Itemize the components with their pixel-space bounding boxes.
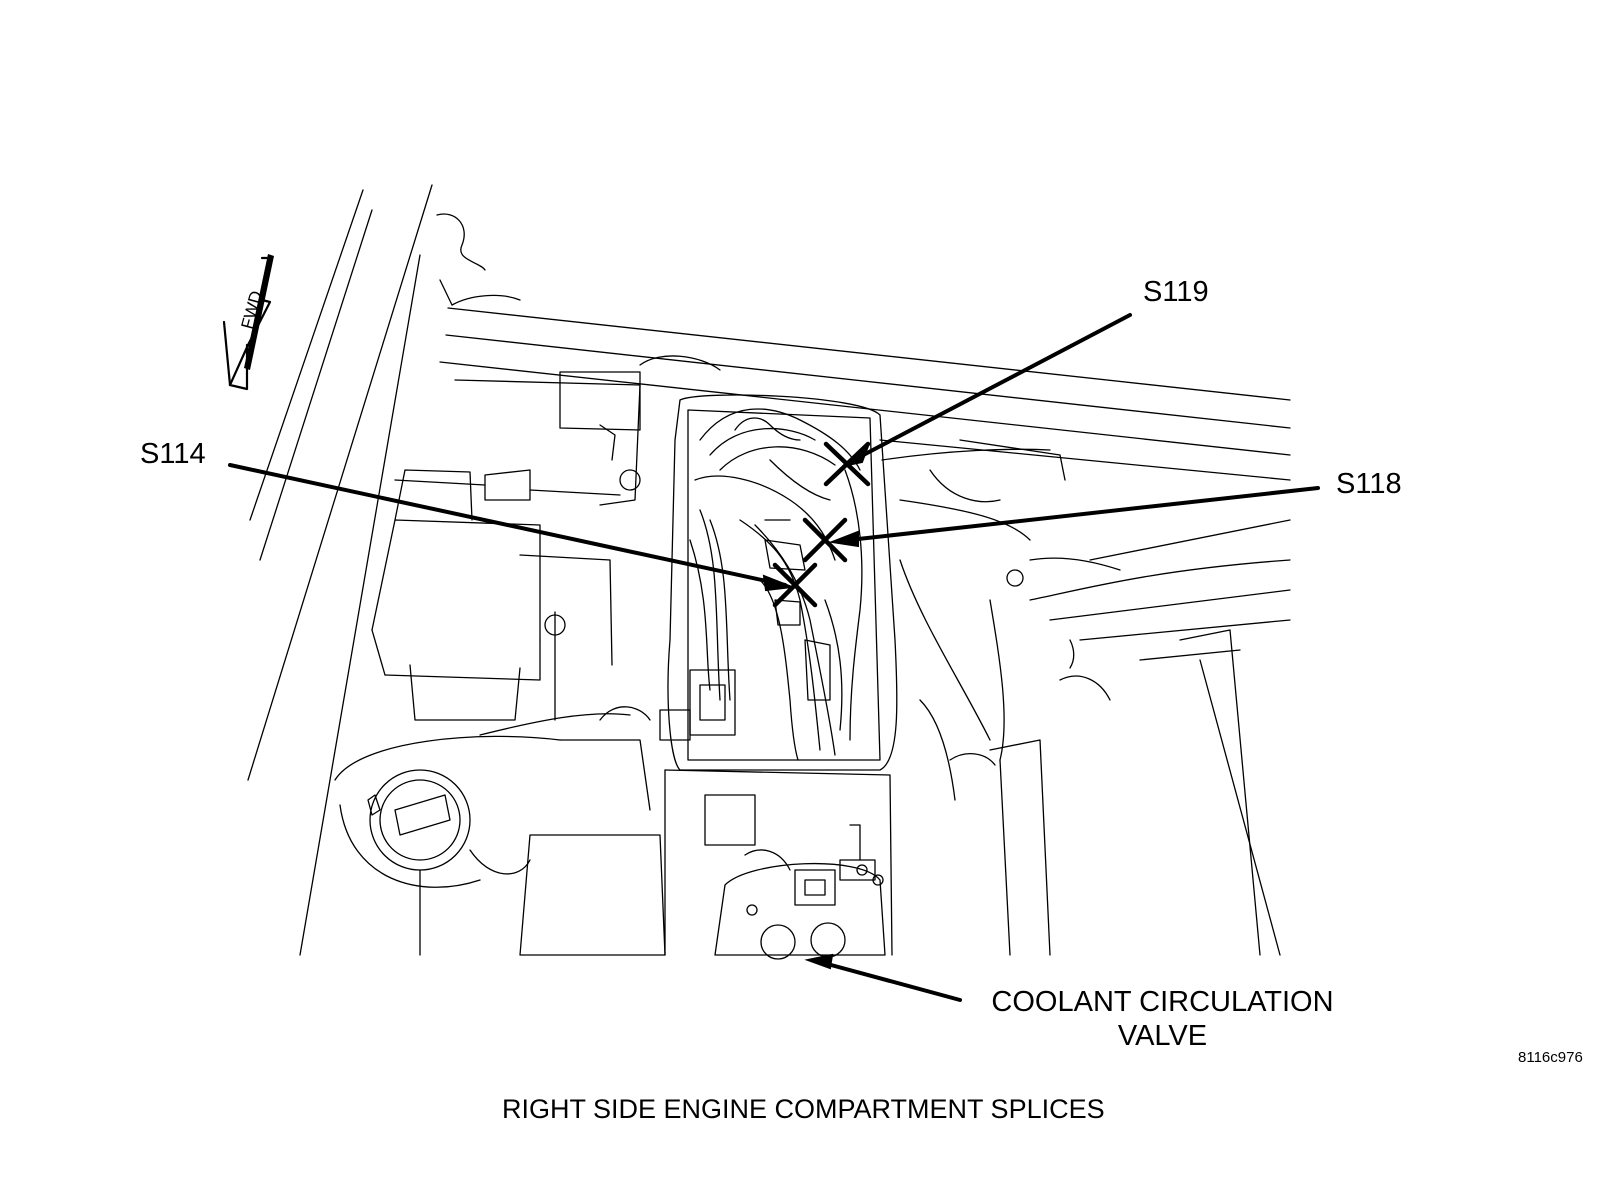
right-fender [879, 439, 1291, 956]
s114-leader [228, 463, 787, 587]
splice-markers [772, 441, 871, 608]
callout-leaders [228, 313, 1320, 1002]
valve-arrowhead [804, 953, 834, 970]
battery-box [371, 371, 641, 721]
s118-x-marker-icon [802, 517, 848, 563]
s119-x-marker-icon [823, 441, 871, 487]
s114-label: S114 [140, 438, 206, 470]
s119-label: S119 [1143, 276, 1209, 308]
valve-leader [818, 960, 962, 1002]
coolant-valve-label-line2: VALVE [1117, 1020, 1208, 1052]
s118-leader [838, 486, 1320, 543]
s118-label: S118 [1336, 468, 1402, 500]
coolant-valve [714, 824, 886, 960]
coolant-valve-label-line1: COOLANT CIRCULATION [991, 986, 1334, 1018]
figure-caption: RIGHT SIDE ENGINE COMPARTMENT SPLICES [502, 1094, 1105, 1124]
fender-outline [247, 184, 486, 956]
cowl-panel [439, 294, 1291, 456]
coolant-valve-label: COOLANT CIRCULATION VALVE [975, 985, 1350, 1053]
s119-leader [848, 313, 1132, 464]
s114-arrowhead [762, 574, 793, 592]
figure-id: 8116c976 [1518, 1049, 1583, 1066]
relay-housing [659, 394, 898, 956]
wire-harness [689, 408, 863, 761]
s114-x-marker-icon [772, 562, 818, 608]
reservoir-cap [334, 706, 651, 888]
fwd-direction-arrow: FWD [222, 254, 274, 391]
s118-arrowhead [828, 530, 859, 548]
